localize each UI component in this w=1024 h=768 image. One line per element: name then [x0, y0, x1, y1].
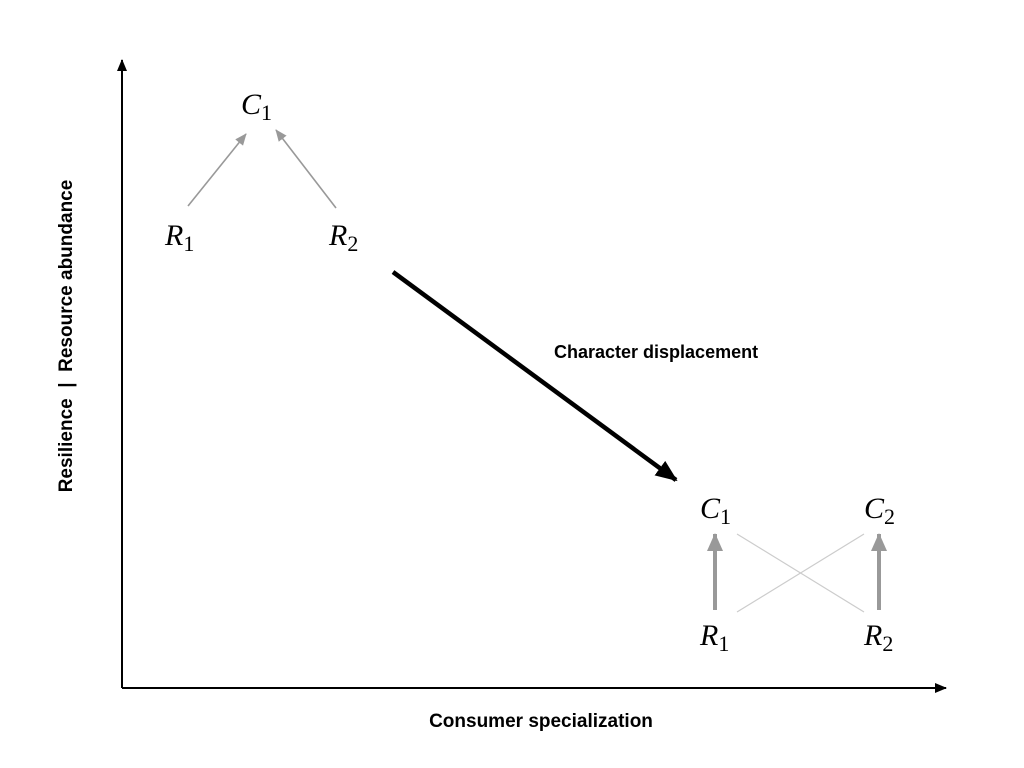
node-c1-specialist-letter: C: [700, 492, 721, 525]
link-r1-to-c1: [187, 133, 247, 207]
node-c1-subscript: 1: [261, 100, 272, 125]
node-c1: C1: [241, 88, 272, 125]
node-r1-letter: R: [164, 219, 183, 252]
node-c1-specialist-subscript: 1: [720, 504, 731, 529]
node-r1-specialist: R1: [699, 619, 729, 656]
node-c1-specialist: C1: [700, 492, 731, 529]
node-r2-subscript: 2: [347, 231, 358, 256]
node-r2-specialist-letter: R: [863, 619, 882, 652]
node-c2-specialist: C2: [864, 492, 895, 529]
character-displacement-arrow: [391, 270, 678, 482]
character-displacement-label: Character displacement: [554, 342, 758, 362]
node-r1-subscript: 1: [183, 231, 194, 256]
node-r2-letter: R: [328, 219, 347, 252]
node-r1: R1: [164, 219, 194, 256]
x-axis-label: Consumer specialization: [429, 711, 653, 732]
node-r2: R2: [328, 219, 358, 256]
node-r2-specialist: R2: [863, 619, 893, 656]
node-r1-specialist-letter: R: [699, 619, 718, 652]
right-food-web: C1 C2 R1 R2: [699, 492, 895, 656]
y-axis-label: Resilience | Resource abundance: [56, 180, 77, 493]
left-food-web: C1 R1 R2: [164, 88, 358, 256]
node-r2-specialist-subscript: 2: [882, 631, 893, 656]
weak-link-r2-to-c1: [736, 533, 865, 613]
node-c2-specialist-subscript: 2: [884, 504, 895, 529]
node-c1-letter: C: [241, 88, 262, 121]
node-r1-specialist-subscript: 1: [718, 631, 729, 656]
node-c2-specialist-letter: C: [864, 492, 885, 525]
link-r2-to-c1: [275, 129, 337, 209]
